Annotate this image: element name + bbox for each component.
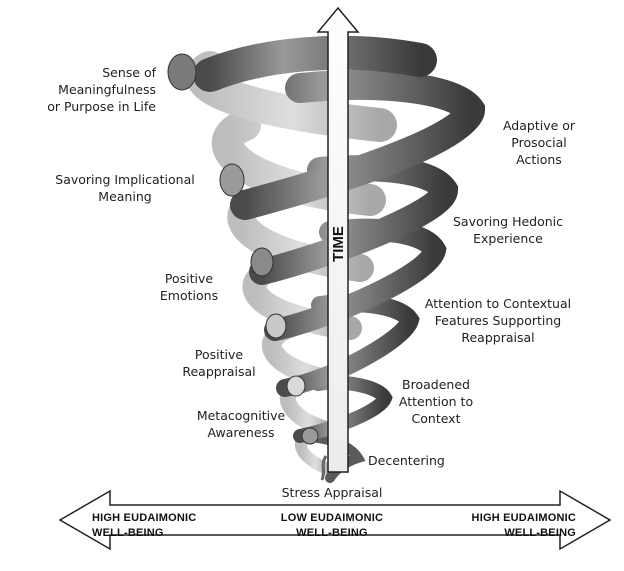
- spiral-base: [320, 455, 328, 481]
- time-label: TIME: [329, 226, 347, 262]
- wellbeing-axis-arrow: [58, 489, 612, 551]
- label-decentering: Decentering: [368, 453, 445, 468]
- time-arrow: [316, 6, 360, 473]
- spiral-coil-caps: [167, 53, 319, 445]
- label-stress-appraisal: Stress Appraisal: [281, 485, 383, 500]
